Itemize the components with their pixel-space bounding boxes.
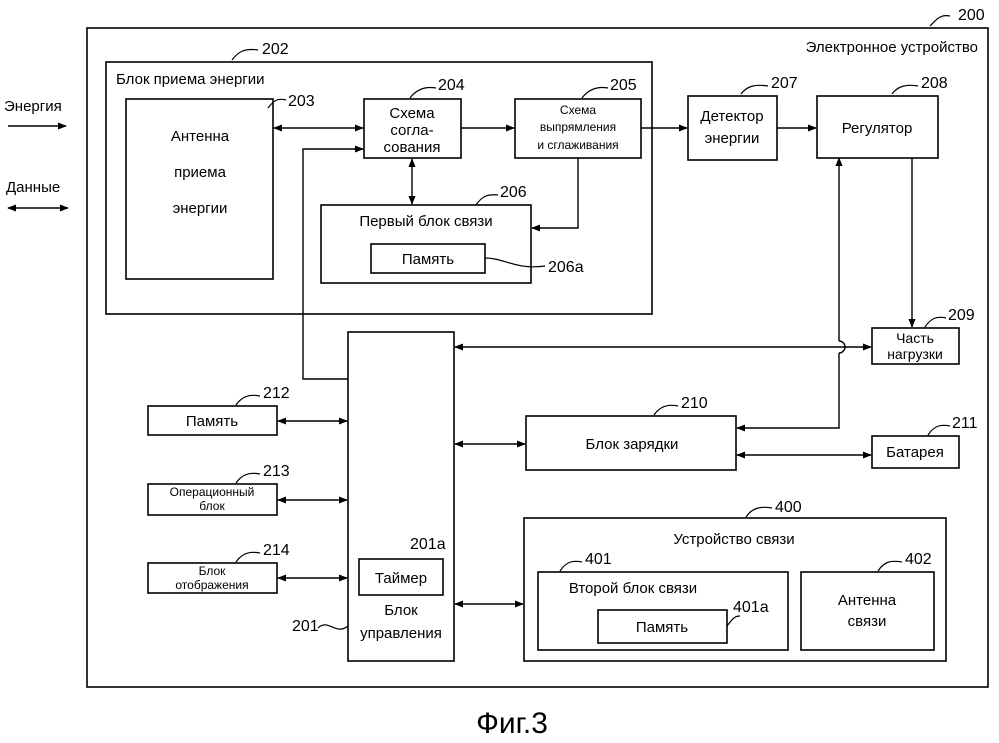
- second-comm-memory-label: Память: [636, 619, 688, 636]
- charging-block-label: Блок зарядки: [586, 436, 679, 453]
- energy-detector-label-1: Детектор: [700, 108, 763, 125]
- leader-202: [232, 49, 258, 60]
- leader-207: [741, 85, 768, 94]
- ref-208: 208: [921, 75, 948, 92]
- battery-label: Батарея: [886, 444, 944, 461]
- leader-402: [878, 561, 902, 571]
- ref-209: 209: [948, 307, 975, 324]
- data-legend-label: Данные: [6, 179, 60, 196]
- control-block-label-2: управления: [360, 625, 442, 642]
- comm-antenna-box: [801, 572, 934, 650]
- comm-antenna-label-1: Антенна: [838, 592, 897, 609]
- ref-212: 212: [263, 385, 290, 402]
- leader-401: [560, 561, 582, 571]
- matching-circuit-label-1: Схема: [389, 105, 435, 122]
- first-comm-memory-label: Память: [402, 251, 454, 268]
- rectifier-circuit-label-2: выпрямления: [540, 120, 616, 134]
- operation-block-label-1: Операционный: [170, 485, 255, 499]
- ref-200: 200: [958, 7, 985, 24]
- ref-203: 203: [288, 93, 315, 110]
- ref-201: 201: [292, 618, 319, 635]
- energy-detector-box: [688, 96, 777, 160]
- ref-201a: 201a: [410, 536, 446, 553]
- energy-detector-label-2: энергии: [705, 130, 760, 147]
- energy-legend-label: Энергия: [4, 98, 62, 115]
- ref-213: 213: [263, 463, 290, 480]
- leader-400: [746, 507, 772, 517]
- memory-label: Память: [186, 413, 238, 430]
- leader-211: [928, 425, 950, 435]
- ref-204: 204: [438, 77, 465, 94]
- figure-caption: Фиг.3: [476, 707, 548, 740]
- ref-401a: 401a: [733, 599, 769, 616]
- operation-block-label-2: блок: [199, 499, 225, 513]
- power-antenna-label-2: приема: [174, 164, 226, 181]
- first-comm-block-label: Первый блок связи: [359, 213, 492, 230]
- wire-rectifier-comm1: [532, 158, 578, 228]
- control-block-label-1: Блок: [384, 602, 418, 619]
- ref-214: 214: [263, 542, 290, 559]
- load-part-label-1: Часть: [896, 330, 934, 346]
- comm-device-label: Устройство связи: [673, 531, 794, 548]
- rectifier-circuit-label-1: Схема: [560, 103, 596, 117]
- leader-214: [236, 552, 260, 562]
- power-antenna-label-3: энергии: [173, 200, 228, 217]
- leader-206: [476, 195, 498, 205]
- leader-208: [892, 85, 918, 94]
- ref-400: 400: [775, 499, 802, 516]
- power-antenna-label-1: Антенна: [171, 128, 230, 145]
- load-part-label-2: нагрузки: [887, 346, 943, 362]
- ref-207: 207: [771, 75, 798, 92]
- leader-205: [582, 87, 608, 98]
- matching-circuit-label-3: сования: [384, 139, 441, 156]
- timer-label: Таймер: [375, 570, 427, 587]
- ref-210: 210: [681, 395, 708, 412]
- ref-206: 206: [500, 184, 527, 201]
- regulator-label: Регулятор: [842, 120, 913, 137]
- matching-circuit-label-2: согла-: [390, 122, 433, 139]
- leader-201: [318, 625, 348, 629]
- ref-211: 211: [952, 415, 978, 432]
- leader-204: [410, 87, 436, 98]
- leader-212: [236, 395, 260, 405]
- power-receiving-block-label: Блок приема энергии: [116, 71, 265, 88]
- ref-205: 205: [610, 77, 637, 94]
- ref-402: 402: [905, 551, 932, 568]
- second-comm-block-label: Второй блок связи: [569, 580, 697, 597]
- display-block-label-2: отображения: [175, 578, 248, 592]
- electronic-device-label: Электронное устройство: [806, 39, 978, 56]
- leader-213: [236, 473, 260, 483]
- wire-regulator-charger-lower: [737, 353, 839, 428]
- ref-401: 401: [585, 551, 612, 568]
- ref-206a: 206a: [548, 259, 584, 276]
- comm-antenna-label-2: связи: [848, 613, 887, 630]
- leader-210: [654, 405, 678, 415]
- power-antenna-box: [126, 99, 273, 279]
- leader-200: [930, 16, 950, 26]
- ref-202: 202: [262, 41, 289, 58]
- rectifier-circuit-label-3: и сглаживания: [537, 138, 618, 152]
- leader-209: [925, 317, 946, 327]
- display-block-label-1: Блок: [199, 564, 227, 578]
